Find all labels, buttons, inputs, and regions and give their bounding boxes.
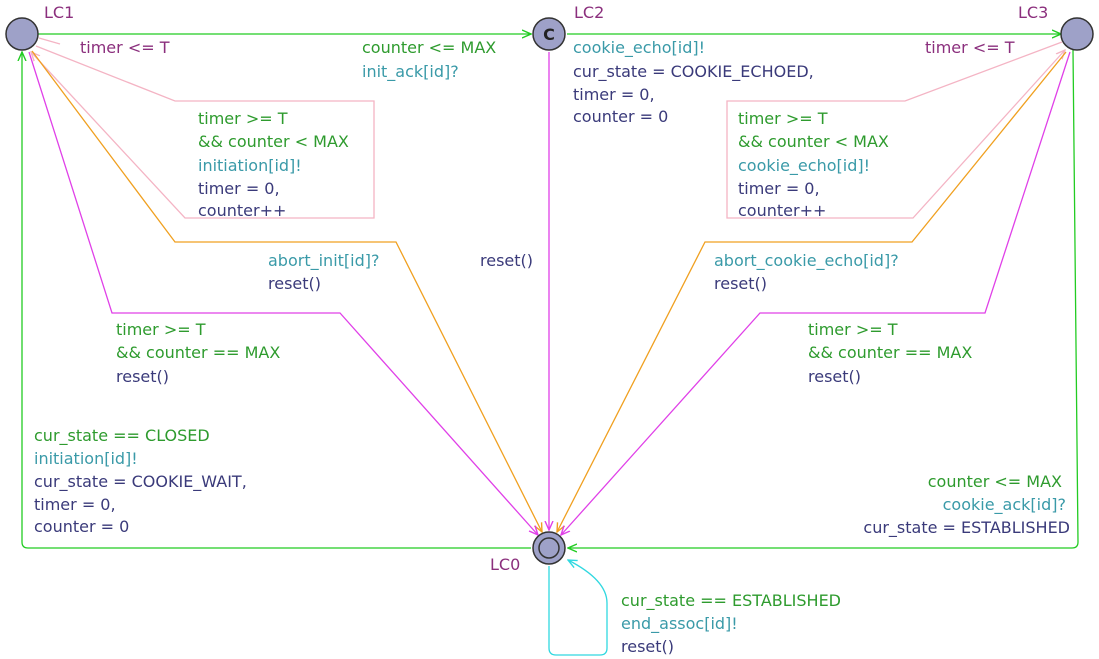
lc3-retry-assign-2: counter++ [738, 201, 826, 220]
location-lc1[interactable] [5, 17, 39, 51]
lc3-retry-guard-1: timer >= T [738, 109, 828, 128]
lc1-timeout-guard-1: timer >= T [116, 320, 206, 339]
edge-lc1-abort [31, 50, 542, 532]
lc0-self-assign: reset() [621, 637, 674, 656]
lc0-self-guard: cur_state == ESTABLISHED [621, 591, 841, 611]
edge-lc1-retry-loop [31, 45, 375, 219]
edge-lc3-abort [557, 51, 1067, 532]
lc0-self-sync: end_assoc[id]! [621, 614, 738, 634]
lc0-lc1-assign-1: cur_state = COOKIE_WAIT, [34, 472, 247, 492]
edge-lc1-invariant [38, 37, 61, 45]
lc3-abort-sync: abort_cookie_echo[id]? [714, 251, 899, 271]
initial-marker [538, 537, 560, 559]
location-name-lc2: LC2 [574, 3, 604, 22]
lc3-retry-assign-1: timer = 0, [738, 179, 820, 198]
lc3-lc0-assign: cur_state = ESTABLISHED [863, 518, 1070, 538]
edge-lc3-retry-loop [726, 41, 1065, 219]
lc1-invariant: timer <= T [80, 38, 170, 57]
lc2-lc3-assign-3: counter = 0 [573, 107, 668, 126]
location-lc0-initial[interactable] [532, 531, 566, 565]
lc3-retry-guard-2: && counter < MAX [738, 132, 889, 151]
lc0-lc1-assign-2: timer = 0, [34, 495, 116, 514]
lc2-lc3-assign-1: cur_state = COOKIE_ECHOED, [573, 62, 814, 82]
lc1-lc2-sync: init_ack[id]? [362, 62, 459, 82]
committed-marker: C [543, 25, 555, 44]
edge-lc0-lc1 [22, 52, 531, 549]
lc1-retry-assign-1: timer = 0, [198, 179, 280, 198]
location-name-lc0: LC0 [490, 555, 520, 574]
lc1-timeout-guard-2: && counter == MAX [116, 343, 280, 362]
lc0-lc1-assign-3: counter = 0 [34, 517, 129, 536]
lc3-lc0-sync: cookie_ack[id]? [943, 495, 1066, 515]
location-lc2[interactable]: C [532, 17, 566, 51]
lc3-timeout-assign: reset() [808, 367, 861, 386]
lc2-lc0-assign: reset() [480, 251, 533, 270]
edge-lc3-timeout [561, 51, 1071, 535]
location-name-lc1: LC1 [44, 3, 74, 22]
lc1-retry-assign-2: counter++ [198, 201, 286, 220]
lc1-lc2-guard: counter <= MAX [362, 38, 496, 57]
lc3-invariant: timer <= T [925, 38, 1015, 57]
lc1-retry-guard-1: timer >= T [198, 109, 288, 128]
location-name-lc3: LC3 [1018, 3, 1048, 22]
lc3-lc0-guard: counter <= MAX [928, 472, 1062, 491]
lc1-timeout-assign: reset() [116, 367, 169, 386]
lc2-lc3-sync: cookie_echo[id]! [573, 38, 705, 58]
lc3-abort-assign: reset() [714, 274, 767, 293]
lc3-timeout-guard-1: timer >= T [808, 320, 898, 339]
lc0-lc1-guard: cur_state == CLOSED [34, 426, 210, 446]
lc3-timeout-guard-2: && counter == MAX [808, 343, 972, 362]
edge-lc0-self-loop [548, 560, 608, 656]
edge-lc3-lc0 [568, 49, 1079, 548]
lc2-lc3-assign-2: timer = 0, [573, 85, 655, 104]
lc1-retry-guard-2: && counter < MAX [198, 132, 349, 151]
lc0-lc1-sync: initiation[id]! [34, 449, 138, 468]
lc1-abort-sync: abort_init[id]? [268, 251, 379, 271]
lc3-retry-sync: cookie_echo[id]! [738, 156, 870, 176]
lc1-abort-assign: reset() [268, 274, 321, 293]
lc1-retry-sync: initiation[id]! [198, 156, 302, 175]
edge-lc1-timeout [28, 51, 538, 535]
location-lc3[interactable] [1060, 17, 1094, 51]
